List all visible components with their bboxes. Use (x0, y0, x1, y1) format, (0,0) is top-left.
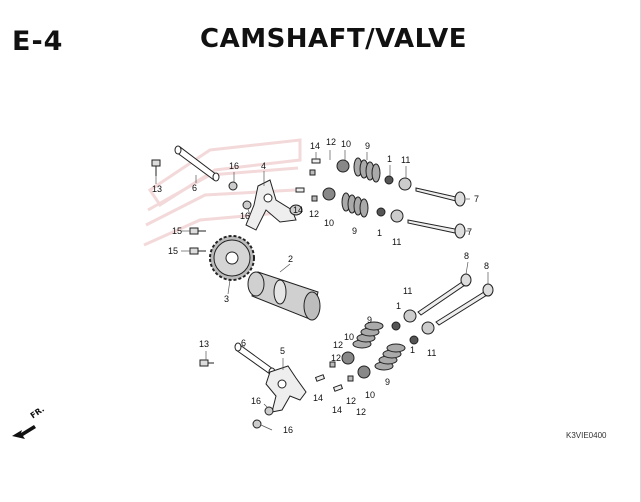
callout-15a: 15 (172, 226, 182, 236)
callout-11b: 11 (392, 237, 401, 247)
callout-10d: 10 (365, 390, 375, 400)
callout-6b: 6 (241, 338, 246, 348)
page-title: CAMSHAFT/VALVE (200, 24, 468, 54)
valve-set-lower-1 (329, 309, 417, 368)
callout-16b: 16 (240, 211, 250, 221)
callout-11c: 11 (403, 286, 412, 296)
bolts-15 (189, 227, 206, 255)
callout-4: 4 (261, 161, 266, 171)
washer-16d (252, 419, 262, 429)
callout-13b: 13 (199, 339, 209, 349)
valve-set-upper-2 (295, 187, 466, 239)
callout-15b: 15 (168, 246, 178, 256)
callout-10b: 10 (324, 218, 334, 228)
callout-16a: 16 (229, 161, 239, 171)
callout-3: 3 (224, 294, 229, 304)
callout-14d: 14 (332, 405, 342, 415)
cam-sprocket (209, 235, 255, 281)
rocker-arm-lower (265, 365, 307, 413)
callout-16c: 16 (251, 396, 261, 406)
section-code: E-4 (12, 26, 64, 57)
callout-11d: 11 (427, 348, 436, 358)
callout-9b: 9 (352, 226, 357, 236)
reference-code: K3VIE0400 (566, 431, 607, 440)
callout-9a: 9 (365, 141, 370, 151)
fr-arrow-icon (12, 425, 36, 439)
callout-9d: 9 (385, 377, 390, 387)
callout-14c: 14 (313, 393, 323, 403)
callout-14a: 14 (310, 141, 320, 151)
callout-1a: 1 (387, 154, 392, 164)
washer-16a (228, 181, 238, 191)
callout-12b: 12 (309, 209, 319, 219)
rocker-shaft-upper (174, 145, 220, 182)
callout-7b: 7 (467, 227, 472, 237)
callout-12d: 12 (331, 353, 341, 363)
valve-set-lower-2 (314, 321, 435, 392)
callout-5: 5 (280, 346, 285, 356)
callout-numbers: 14 12 10 9 1 11 7 13 6 16 4 16 14 12 10 … (152, 137, 489, 435)
callout-12e: 12 (346, 396, 356, 406)
camshaft (247, 271, 321, 321)
callout-12c: 12 (333, 340, 343, 350)
callout-7a: 7 (474, 194, 479, 204)
honda-wing-watermark (143, 138, 302, 247)
leader-lines (155, 150, 489, 431)
washer-16c (264, 406, 274, 416)
callout-16d: 16 (283, 425, 293, 435)
callout-10c: 10 (344, 332, 354, 342)
callout-1c: 1 (396, 301, 401, 311)
callout-1b: 1 (377, 228, 382, 238)
washer-16b (242, 200, 252, 210)
callout-8a: 8 (464, 251, 469, 261)
callout-13a: 13 (152, 184, 162, 194)
callout-6a: 6 (192, 183, 197, 193)
callout-2: 2 (288, 254, 293, 264)
callout-10a: 10 (341, 139, 351, 149)
callout-8b: 8 (484, 261, 489, 271)
callout-9c: 9 (367, 315, 372, 325)
callout-12f: 12 (356, 407, 366, 417)
callout-11a: 11 (401, 155, 410, 165)
valve-set-upper-1 (309, 157, 466, 207)
callout-14b: 14 (293, 205, 303, 215)
rocker-arm-upper (245, 179, 303, 231)
valves-lower-8 (417, 273, 494, 326)
bolt-lower (199, 359, 214, 367)
callout-1d: 1 (410, 345, 415, 355)
bolt-upper (151, 159, 161, 176)
callout-12a: 12 (326, 137, 336, 147)
